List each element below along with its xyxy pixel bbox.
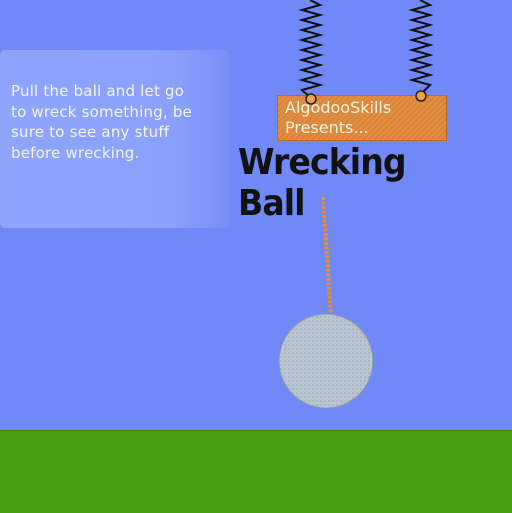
instruction-panel [0, 50, 230, 228]
spring-right[interactable] [408, 0, 434, 95]
pin-right[interactable] [415, 90, 427, 102]
spring-left[interactable] [298, 0, 324, 99]
pin-left[interactable] [305, 93, 317, 105]
game-title: Wrecking Ball [238, 142, 407, 224]
sign-line-2: Presents... [285, 118, 369, 137]
wrecking-ball[interactable] [278, 313, 374, 409]
rope[interactable] [321, 196, 333, 317]
instruction-text: Pull the ball and let go to wreck someth… [11, 82, 192, 162]
title-sign-board[interactable]: AlgodooSkills Presents... [277, 95, 447, 141]
ground-plane[interactable] [0, 430, 512, 513]
